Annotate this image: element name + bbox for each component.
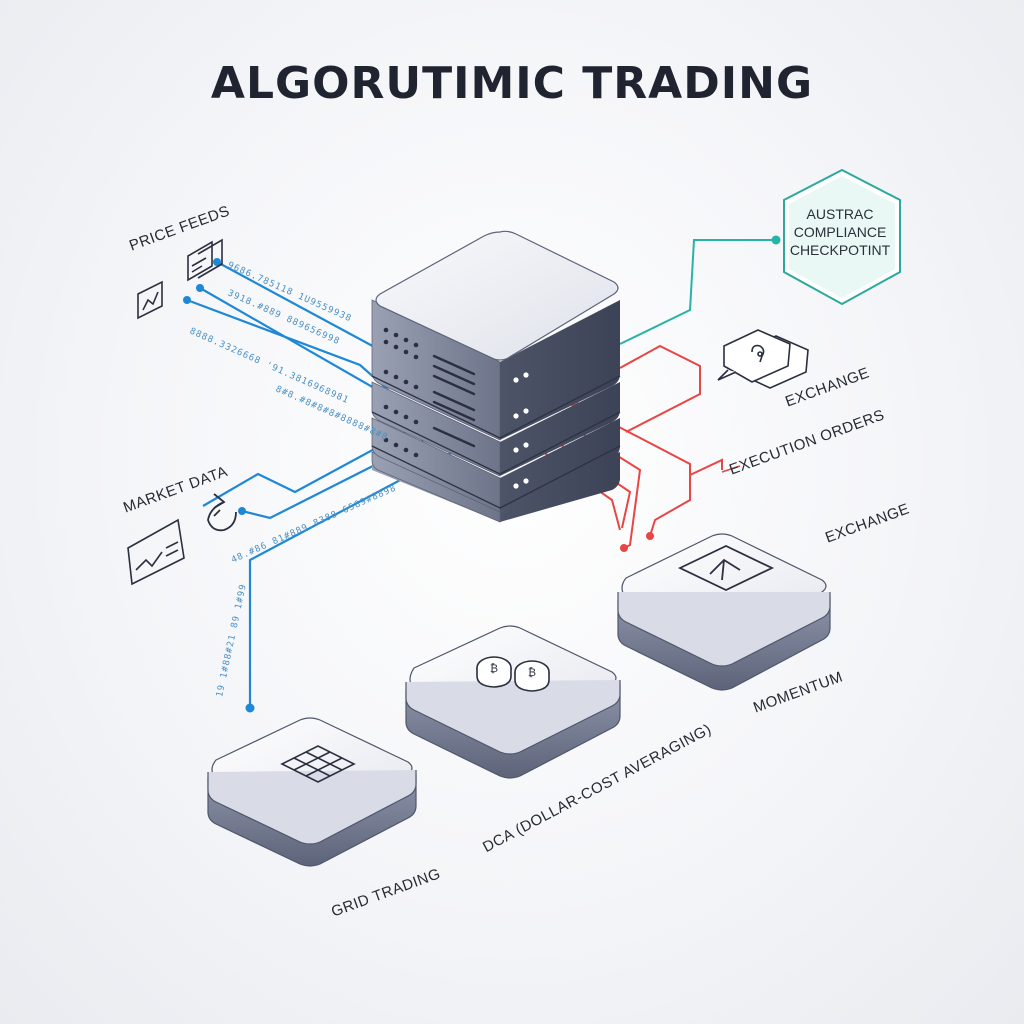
compliance-label-line-1: AUSTRAC xyxy=(806,206,874,222)
compliance-line xyxy=(619,235,781,345)
server-unit-4 xyxy=(371,451,620,523)
exec-line-1 xyxy=(619,344,701,433)
price-ticker-icon xyxy=(187,238,223,282)
feed-line-1 xyxy=(216,261,381,351)
market-chart-icon xyxy=(127,518,185,586)
feed-dot-4 xyxy=(238,507,246,515)
exec-dot-5 xyxy=(620,544,628,552)
exec-line-6 xyxy=(689,458,723,476)
dca-block[interactable]: ₿ ₿ xyxy=(405,625,621,779)
server-top-face xyxy=(375,230,619,361)
server-vents xyxy=(383,327,419,458)
feed-dot-2 xyxy=(196,284,204,292)
arrow-box-icon xyxy=(677,545,775,591)
price-chart-icon xyxy=(137,280,163,320)
momentum-block[interactable] xyxy=(617,533,831,691)
compliance-label-line-2: COMPLIANCE xyxy=(793,224,887,240)
exchange-chat-icon xyxy=(717,329,809,389)
grid-trading-block[interactable] xyxy=(207,717,417,867)
server-unit-1 xyxy=(371,299,620,441)
central-server xyxy=(371,230,621,523)
compliance-dot xyxy=(771,235,781,245)
refresh-icon xyxy=(207,493,237,532)
exec-line-2 xyxy=(574,403,691,537)
exec-dot-6 xyxy=(646,532,654,540)
feed-dot-5 xyxy=(245,703,255,713)
feed-line-4 xyxy=(202,419,429,507)
compliance-checkpoint[interactable] xyxy=(783,168,901,306)
coins-icon: ₿ ₿ xyxy=(476,656,550,692)
svg-text:₿: ₿ xyxy=(528,666,536,679)
price-feed-lines xyxy=(186,261,469,708)
compliance-label-line-3: CHECKPOTINT xyxy=(789,242,891,258)
compliance-label: AUSTRAC COMPLIANCE CHECKPOTINT xyxy=(780,205,900,259)
feed-line-2 xyxy=(199,287,403,405)
svg-text:₿: ₿ xyxy=(490,662,498,675)
feed-dot-3 xyxy=(183,296,191,304)
feed-line-6 xyxy=(248,443,469,708)
grid-icon xyxy=(280,745,356,783)
feed-dot-1 xyxy=(213,258,221,266)
page-title: ALGORUTIMIC TRADING xyxy=(210,58,814,109)
